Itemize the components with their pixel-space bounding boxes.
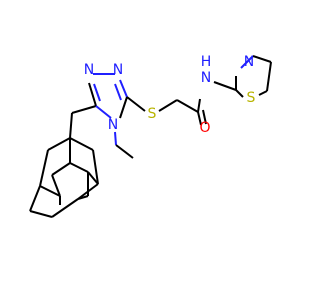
h-amide: H (201, 54, 212, 70)
methylene-linker (69, 105, 97, 139)
bond (39, 185, 61, 197)
bond (235, 89, 244, 98)
bond (29, 210, 53, 218)
bond (114, 83, 122, 101)
bond (69, 162, 89, 173)
bond (95, 105, 112, 119)
bond (47, 137, 71, 151)
bond (266, 61, 272, 92)
bond (69, 112, 73, 139)
bond (88, 82, 97, 107)
adamantane-cage (29, 137, 99, 218)
bond (197, 98, 201, 113)
n-triazole-4: N (108, 117, 118, 133)
n-amide: N (201, 70, 211, 86)
bond (39, 149, 49, 187)
bond (69, 137, 94, 151)
s-thiazole: S (247, 90, 256, 106)
bond (71, 105, 97, 114)
s-thioether: S (148, 106, 157, 122)
bond (77, 195, 89, 200)
thiazole-ring (235, 55, 272, 98)
n-triazole-2: N (113, 62, 123, 78)
structure-diagram: N N N S O N H N S (29, 54, 272, 218)
bond (126, 96, 146, 112)
bond (119, 79, 128, 98)
bond (51, 174, 61, 197)
thioacetamide-chain (126, 81, 237, 126)
n-thiazole: N (244, 54, 254, 70)
bond (115, 144, 134, 159)
triazole-ring (88, 73, 128, 119)
bond (29, 185, 41, 212)
bond (51, 162, 71, 176)
n-triazole-1: N (84, 62, 94, 78)
bond (51, 198, 79, 218)
bond (202, 109, 207, 125)
bond (197, 111, 202, 126)
bond (158, 99, 178, 112)
bond (119, 96, 128, 119)
bond (176, 99, 199, 113)
o-carbonyl: O (199, 120, 210, 136)
bond (240, 55, 254, 69)
bond (252, 55, 272, 63)
bond (87, 171, 99, 185)
bond (92, 149, 99, 185)
bond (93, 83, 101, 102)
ethyl-group (114, 131, 134, 159)
bond (114, 131, 117, 146)
bond (258, 90, 268, 96)
bond (213, 81, 237, 91)
molecule-canvas: N N N S O N H N S (29, 54, 272, 218)
